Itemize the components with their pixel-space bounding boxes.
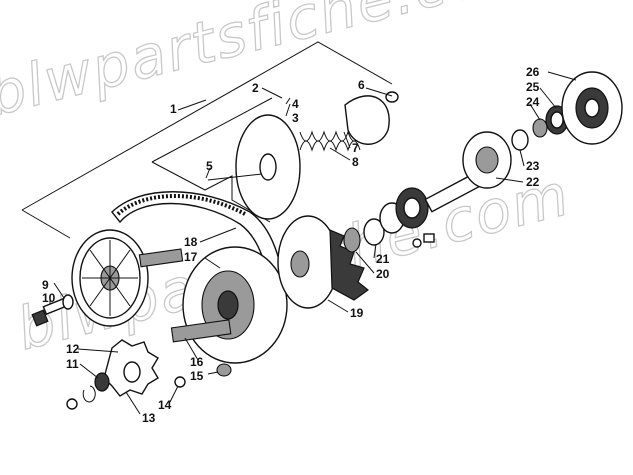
watermark-text-upper: blwpartsfiche.com (0, 0, 548, 129)
callout-22: 22 (526, 175, 540, 189)
clutch-cam (344, 91, 399, 145)
callout-20: 20 (376, 267, 390, 281)
movable-sheave (207, 114, 301, 220)
callout-3: 3 (292, 111, 299, 125)
clutch-spring (299, 130, 361, 152)
callout-leaders (49, 71, 577, 415)
spider-assembly (170, 246, 288, 364)
callout-10: 10 (42, 291, 56, 305)
clutch-drum (561, 71, 623, 145)
callout-2: 2 (252, 81, 259, 95)
callout-25: 25 (526, 80, 540, 94)
callout-15: 15 (190, 369, 204, 383)
callout-numbers: 1 2 3 4 5 6 7 8 9 10 11 12 13 14 15 16 1… (42, 65, 540, 425)
callout-12: 12 (66, 342, 80, 356)
callout-24: 24 (526, 95, 540, 109)
bolt-and-washer (31, 294, 74, 327)
clutch-weights (66, 339, 232, 410)
callout-1: 1 (170, 102, 177, 116)
callout-18: 18 (184, 235, 198, 249)
callout-14: 14 (158, 398, 172, 412)
callout-5: 5 (206, 159, 213, 173)
callout-21: 21 (376, 252, 390, 266)
callout-17: 17 (184, 250, 198, 264)
callout-23: 23 (526, 159, 540, 173)
callout-11: 11 (66, 357, 79, 371)
callout-9: 9 (42, 278, 49, 292)
snap-ring (511, 129, 529, 151)
callout-26: 26 (526, 65, 540, 79)
output-shaft (424, 131, 512, 213)
callout-4: 4 (292, 97, 299, 111)
driven-sheave (277, 215, 369, 309)
callout-6: 6 (358, 78, 365, 92)
callout-8: 8 (352, 155, 359, 169)
callout-19: 19 (350, 306, 364, 320)
callout-13: 13 (142, 411, 156, 425)
callout-7: 7 (352, 141, 359, 155)
callout-16: 16 (190, 355, 204, 369)
bearing-set (343, 187, 435, 253)
assembly-bracket (21, 41, 393, 239)
drive-clutch-sheave (71, 229, 184, 327)
